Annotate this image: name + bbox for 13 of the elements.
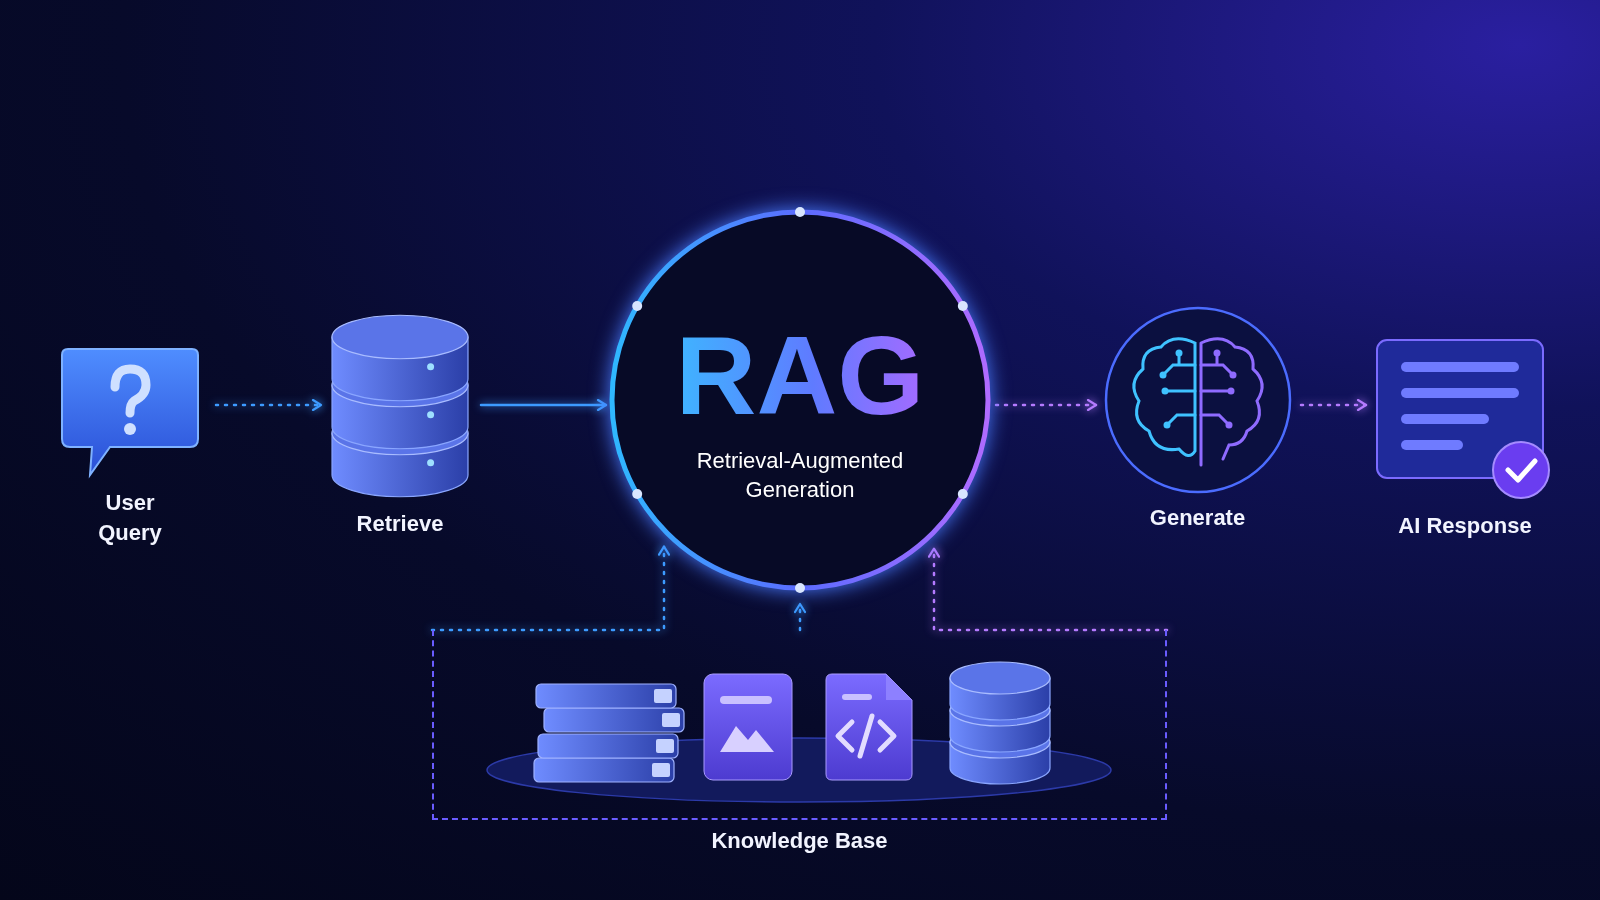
- node-label: AI Response: [1398, 512, 1532, 540]
- rag-subtitle: Retrieval-Augmented Generation: [695, 447, 905, 504]
- arrow: [793, 602, 807, 632]
- node-label: Generate: [1149, 504, 1246, 532]
- arrow: [927, 547, 1169, 632]
- arrow: [1299, 398, 1368, 412]
- arrow: [214, 398, 323, 412]
- arrow: [430, 545, 671, 632]
- node-label: Retrieve: [356, 510, 444, 538]
- arrow: [994, 398, 1098, 412]
- node-label: User Query: [97, 489, 163, 547]
- node-label: Knowledge Base: [710, 827, 889, 855]
- arrow: [479, 398, 608, 412]
